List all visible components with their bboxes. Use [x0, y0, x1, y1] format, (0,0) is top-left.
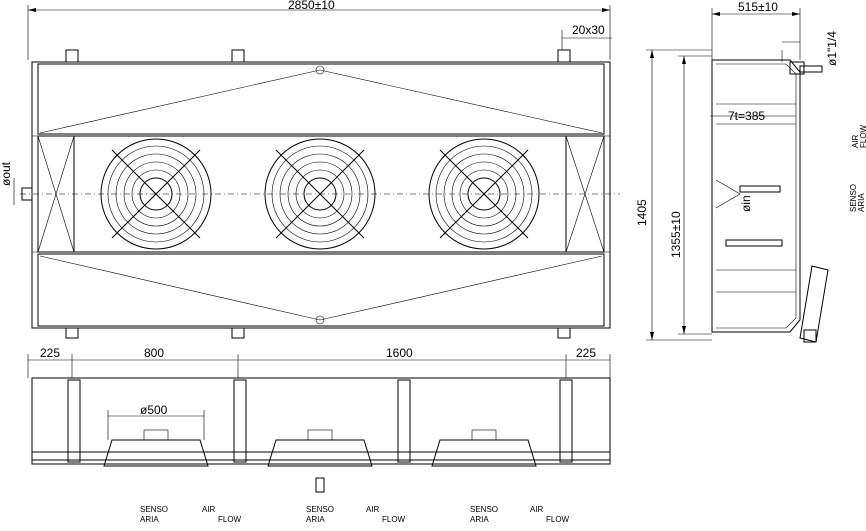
aria-label-3: ARIA — [470, 515, 489, 524]
seg-225-left-label: 225 — [40, 346, 60, 360]
air-label-3: AIR — [530, 505, 544, 514]
outlet-label: øout — [0, 161, 13, 186]
flow-label-1: FLOW — [218, 515, 242, 524]
top-view: 2850±10 20x30 øout — [0, 0, 620, 339]
overall-length-label: 2850±10 — [288, 0, 335, 12]
fan-diameter-label: ø500 — [140, 403, 168, 417]
side-flow-label: FLOW — [859, 124, 866, 148]
inlet-label: øin — [739, 195, 753, 212]
seg-225-right-label: 225 — [576, 346, 596, 360]
senso-label-3: SENSO — [470, 505, 498, 514]
pipe-top-label: ø1"1/4 — [825, 31, 839, 66]
fan-2 — [264, 138, 376, 250]
seg-800-label: 800 — [144, 346, 164, 360]
seg-1600-label: 1600 — [386, 346, 413, 360]
side-aria-label: ARIA — [857, 193, 866, 212]
flow-label-2: FLOW — [382, 515, 406, 524]
fins-label: 7t=385 — [728, 109, 765, 123]
aria-label-1: ARIA — [140, 515, 159, 524]
senso-label-1: SENSO — [140, 505, 168, 514]
side-width-label: 515±10 — [738, 0, 778, 14]
bracket-size-label: 20x30 — [572, 23, 605, 37]
senso-label-2: SENSO — [306, 505, 334, 514]
side-senso-label: SENSO — [849, 184, 858, 212]
air-label-2: AIR — [366, 505, 380, 514]
aria-label-2: ARIA — [306, 515, 325, 524]
air-label-1: AIR — [202, 505, 216, 514]
front-view: 225 800 1600 225 ø500 SENSO ARIA AIR FLO… — [27, 346, 611, 524]
height-total-label: 1405 — [635, 199, 649, 226]
fan-1 — [100, 138, 212, 250]
flow-label-3: FLOW — [546, 515, 570, 524]
fan-3 — [428, 138, 540, 250]
height-inner-label: 1355±10 — [669, 211, 683, 258]
side-air-label: AIR — [851, 134, 860, 148]
side-view: 515±10 1405 1355±10 ø1"1/4 7t=385 øin AI… — [635, 0, 866, 343]
